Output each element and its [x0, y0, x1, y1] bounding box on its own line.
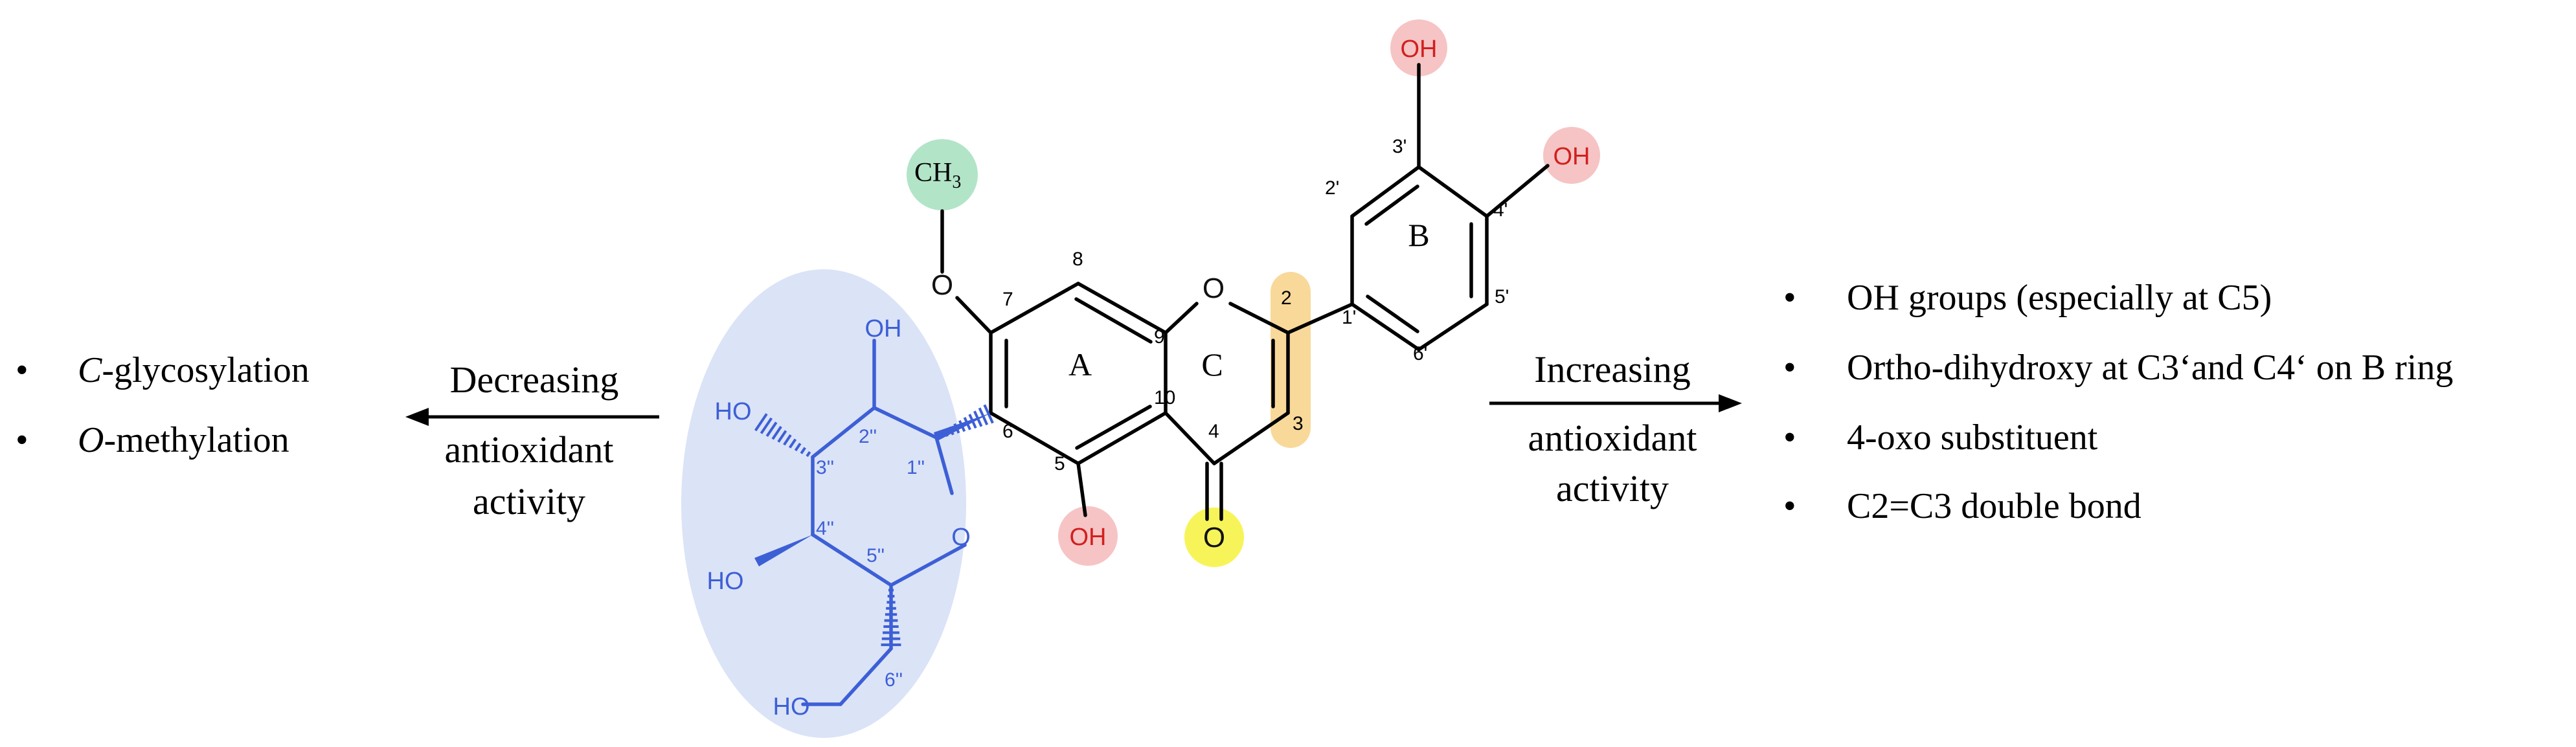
flavone-core	[940, 63, 1550, 521]
methyl-label: CH3	[914, 158, 961, 192]
hashed-bond-segment	[953, 423, 960, 434]
position-numbers: 2 3 4 5 6 7 8 9 10 1' 2' 3' 4' 5' 6' 1''…	[816, 136, 1509, 691]
bullet-dot: •	[1783, 486, 1796, 526]
bullet-dot: •	[1783, 418, 1796, 458]
sugar-oh4-label: HO	[707, 568, 744, 595]
wedge-bond	[754, 535, 813, 566]
sugar-oh2-label: OH	[865, 315, 902, 342]
increasing-activity-annotation: Increasing antioxidant activity	[1489, 348, 1742, 509]
left-caption-line: antioxidant	[445, 429, 614, 471]
position-number: 4'	[1493, 199, 1508, 221]
sugar-ring-oxygen-label: O	[951, 524, 971, 551]
sugar-oh3-label: HO	[715, 398, 752, 425]
methyl-highlight	[907, 139, 978, 210]
hashed-bond-segment	[963, 417, 971, 430]
position-number: 5'	[1495, 286, 1509, 307]
ring-a-label: A	[1068, 346, 1092, 383]
position-number: 6	[1002, 421, 1013, 442]
left-caption-line: activity	[473, 480, 585, 522]
bullet-dot: •	[16, 420, 28, 460]
right-list-item: Ortho-dihydroxy at C3‘and C4‘ on B ring	[1847, 348, 2453, 388]
oh4p-highlight	[1543, 127, 1600, 184]
hashed-bond-segment	[968, 414, 977, 429]
hashed-bond-segment	[777, 430, 787, 443]
right-list-item: C2=C3 double bond	[1847, 486, 2141, 526]
c2c3-bond-highlight	[1271, 272, 1311, 448]
ring-b-label: B	[1408, 217, 1429, 253]
oh3p-highlight	[1390, 19, 1447, 76]
left-caption-line: Decreasing	[450, 359, 619, 401]
position-number: 7	[1002, 289, 1013, 310]
ring-labels: A B C	[1068, 217, 1430, 383]
left-list-item: O-methylation	[78, 420, 289, 460]
sugar-position-number: 3''	[816, 457, 834, 478]
position-number: 9	[1154, 326, 1165, 348]
position-number: 8	[1072, 249, 1083, 270]
right-bullet-list: • OH groups (especially at C5) • Ortho-d…	[1783, 278, 2453, 526]
sugar-position-number: 6''	[885, 669, 903, 691]
ring-oxygen-label: O	[1203, 273, 1225, 304]
oh3p-label: OH	[1401, 36, 1438, 63]
position-number: 3'	[1392, 136, 1407, 157]
oh5-highlight	[1058, 506, 1118, 566]
oh4p-label: OH	[1554, 143, 1590, 170]
oxo-oxygen-label: O	[1203, 522, 1225, 553]
hashed-bond-segment	[958, 419, 966, 432]
right-caption-line: Increasing	[1534, 348, 1691, 390]
position-number: 10	[1154, 387, 1175, 408]
sugar-position-number: 2''	[859, 426, 877, 447]
right-list-item: 4-oxo substituent	[1847, 418, 2098, 458]
hashed-bond-segment	[948, 426, 955, 436]
bullet-dot: •	[16, 350, 28, 390]
hashed-bond-segment	[938, 432, 943, 439]
position-number: 1'	[1342, 307, 1356, 328]
hashed-bond-segment	[973, 410, 983, 427]
oxo-highlight	[1184, 507, 1244, 567]
hashed-bond-segment	[806, 451, 811, 457]
right-list-item: OH groups (especially at C5)	[1847, 278, 2272, 318]
sugar-oh6-label: HO	[773, 693, 810, 720]
position-number: 4	[1208, 421, 1219, 442]
sugar-position-number: 5''	[866, 545, 885, 566]
right-caption-line: activity	[1556, 467, 1669, 509]
sugar-position-number: 4''	[816, 518, 834, 539]
position-number: 6'	[1413, 343, 1427, 364]
hashed-bond-segment	[788, 438, 797, 449]
decreasing-activity-annotation: Decreasing antioxidant activity	[405, 359, 659, 522]
hashed-bond-segment	[943, 429, 949, 437]
hashed-bond-segment	[978, 407, 989, 426]
sugar-moiety-highlight	[681, 269, 966, 738]
hashed-bond-segment	[754, 413, 768, 432]
oh5-label: OH	[1070, 524, 1107, 551]
hashed-bond-segment	[783, 434, 792, 446]
bullet-dot: •	[1783, 278, 1796, 318]
sugar-position-number: 1''	[907, 457, 925, 478]
left-bullet-list: • C-glycosylation • O-methylation	[16, 350, 310, 460]
hashed-bond-segment	[760, 417, 773, 434]
ring-c-label: C	[1201, 346, 1223, 383]
atom-labels: O O O CH3 OH OH OH O OH HO HO HO	[707, 36, 1590, 720]
position-number: 2	[1281, 287, 1292, 309]
bullet-dot: •	[1783, 348, 1796, 388]
position-number: 3	[1293, 413, 1304, 434]
hashed-bonds	[754, 404, 994, 647]
position-number: 2'	[1325, 177, 1339, 199]
hashed-bond-segment	[794, 442, 802, 452]
hashed-bond-segment	[800, 447, 806, 454]
left-arrow-head	[405, 408, 429, 426]
left-list-item: C-glycosylation	[78, 350, 310, 390]
hashed-bond-segment	[771, 425, 782, 440]
hashed-bond-segment	[765, 421, 778, 438]
hashed-bond-segment	[983, 404, 994, 424]
right-arrow-head	[1719, 394, 1742, 412]
position-number: 5	[1054, 453, 1065, 474]
right-caption-line: antioxidant	[1528, 417, 1697, 459]
methoxy-oxygen-label: O	[931, 269, 953, 301]
